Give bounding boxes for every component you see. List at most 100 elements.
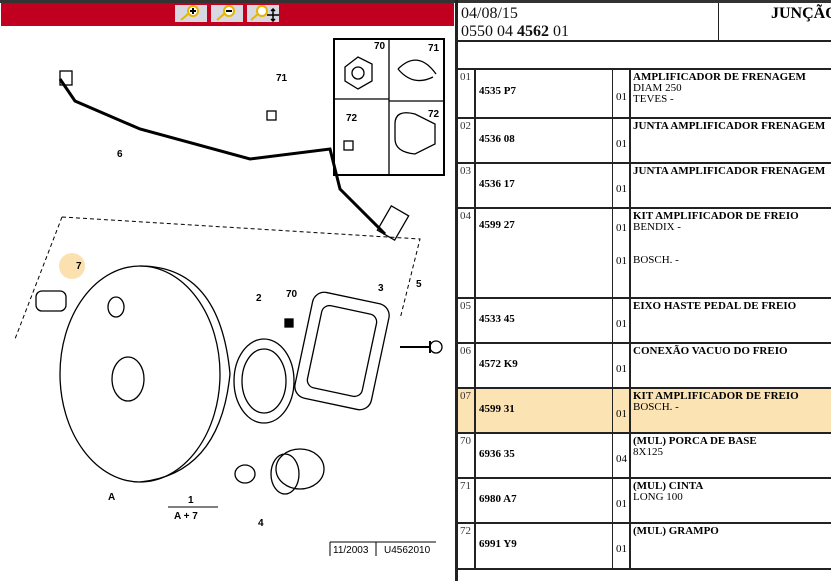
row-desc: LONG 100 — [633, 491, 683, 503]
row-desc: TEVES - — [633, 93, 674, 105]
row-index: 03 — [458, 164, 476, 207]
row-desc: DIAM 250 — [633, 82, 682, 94]
parts-diagram: 71 6 72 70 71 72 7 2 70 3 5 A 1 A + 7 4 … — [14, 38, 445, 556]
row-index: 70 — [458, 434, 476, 477]
row-index: 72 — [458, 524, 476, 568]
row-qty: 01 — [616, 407, 627, 420]
label-2: 2 — [256, 293, 262, 304]
label-72-inset: 72 — [428, 109, 440, 120]
row-desc-2: BOSCH. - — [633, 254, 679, 266]
zoom-pan-button[interactable] — [247, 5, 279, 23]
list-header: 04/08/15 0550 04 4562 01 JUNÇÃO — [458, 3, 831, 42]
table-row[interactable]: 03 4536 17 01 JUNTA AMPLIFICADOR FRENAGE… — [458, 164, 831, 209]
label-5: 5 — [416, 279, 422, 290]
zoom-pan-icon — [250, 5, 279, 23]
subheader — [458, 42, 831, 70]
row-ref[interactable]: 6936 35 — [478, 434, 613, 477]
row-title: JUNTA AMPLIFICADOR FRENAGEM — [633, 120, 826, 132]
label-7: 7 — [76, 261, 82, 272]
row-title: KIT AMPLIFICADOR DE FREIO — [633, 210, 799, 222]
label-72: 72 — [346, 113, 358, 124]
row-ref[interactable]: 6991 Y9 — [478, 524, 613, 568]
row-qty: 01 — [616, 543, 627, 555]
table-row[interactable]: 04 4599 27 01 01 KIT AMPLIFICADOR DE FREI… — [458, 209, 831, 299]
row-desc: BOSCH. - — [633, 401, 679, 413]
row-index: 06 — [458, 344, 476, 387]
row-index: 05 — [458, 299, 476, 342]
header-code: 0550 04 4562 01 — [461, 23, 569, 40]
row-title: EIXO HASTE PEDAL DE FREIO — [633, 300, 797, 312]
strap-icon — [397, 59, 437, 82]
row-title: (MUL) PORCA DE BASE — [633, 435, 757, 447]
label-6: 6 — [117, 149, 123, 160]
row-index: 01 — [458, 70, 476, 117]
row-qty: 04 — [616, 452, 627, 465]
diagram-ref: U4562010 — [384, 545, 431, 556]
row-desc: BENDIX - — [633, 221, 681, 233]
label-71: 71 — [276, 73, 288, 84]
row-qty: 01 — [616, 362, 627, 375]
row-ref[interactable]: 4533 45 — [478, 299, 613, 342]
row-title: (MUL) CINTA — [633, 480, 704, 492]
zoom-in-button[interactable] — [175, 5, 207, 22]
vacuum-hose — [58, 78, 387, 236]
row-ref[interactable]: 6980 A7 — [478, 479, 613, 522]
nut-icon — [344, 56, 373, 90]
row-title: (MUL) GRAMPO — [633, 525, 719, 537]
label-A: A — [108, 492, 115, 503]
row-ref[interactable]: 4536 08 — [478, 119, 613, 162]
row-index: 02 — [458, 119, 476, 162]
toolbar — [1, 3, 454, 26]
row-index: 04 — [458, 209, 476, 297]
row-qty: 01 — [616, 182, 627, 195]
label-1: 1 — [188, 495, 194, 506]
label-3: 3 — [378, 283, 384, 294]
diagram-panel: 71 6 72 70 71 72 7 2 70 3 5 A 1 A + 7 4 … — [0, 3, 455, 581]
table-row[interactable]: 02 4536 08 01 JUNTA AMPLIFICADOR FRENAGE… — [458, 119, 831, 164]
booster-body — [59, 265, 221, 483]
diagram-date: 11/2003 — [333, 545, 369, 556]
label-4: 4 — [258, 518, 264, 529]
row-qty: 01 — [616, 222, 627, 234]
row-ref[interactable]: 4599 27 — [478, 209, 613, 297]
row-title: KIT AMPLIFICADOR DE FREIO — [633, 390, 799, 402]
row-index: 71 — [458, 479, 476, 522]
table-row[interactable]: 72 6991 Y9 01 (MUL) GRAMPO — [458, 524, 831, 570]
row-ref[interactable]: 4536 17 — [478, 164, 613, 207]
row-qty: 01 — [616, 137, 627, 150]
highlight-marker — [59, 253, 85, 279]
label-71-inset: 71 — [428, 43, 440, 54]
header-date: 04/08/15 — [461, 5, 518, 22]
label-a-plus-7: A + 7 — [174, 511, 198, 522]
row-qty: 01 — [616, 90, 627, 103]
gasket — [233, 338, 295, 424]
row-qty: 01 — [616, 317, 627, 330]
top-border — [0, 0, 831, 3]
row-title: JUNTA AMPLIFICADOR FRENAGEM — [633, 165, 826, 177]
table-row[interactable]: 05 4533 45 01 EIXO HASTE PEDAL DE FREIO — [458, 299, 831, 344]
row-title: CONEXÃO VACUO DO FREIO — [633, 345, 788, 357]
zoom-out-button[interactable] — [211, 5, 243, 22]
label-70-inset: 70 — [374, 41, 386, 52]
row-title: AMPLIFICADOR DE FRENAGEM — [633, 71, 806, 83]
clip-icon — [394, 112, 436, 155]
zoom-in-icon — [180, 5, 199, 21]
label-70: 70 — [286, 289, 298, 300]
zoom-out-icon — [216, 5, 235, 21]
row-qty-2: 01 — [616, 255, 627, 267]
row-desc: 8X125 — [633, 446, 663, 458]
seal-frame — [294, 291, 390, 411]
vacuum-connector — [35, 290, 67, 312]
row-ref[interactable]: 4599 31 — [478, 389, 613, 432]
table-row[interactable]: 06 4572 K9 01 CONEXÃO VACUO DO FREIO — [458, 344, 831, 389]
row-qty: 01 — [616, 497, 627, 510]
row-ref[interactable]: 4535 P7 — [478, 70, 613, 117]
row-ref[interactable]: 4572 K9 — [478, 344, 613, 387]
row-index: 07 — [458, 389, 476, 432]
header-title: JUNÇÃO — [718, 3, 831, 42]
parts-list-panel: 04/08/15 0550 04 4562 01 JUNÇÃO 01 4535 … — [455, 0, 831, 581]
